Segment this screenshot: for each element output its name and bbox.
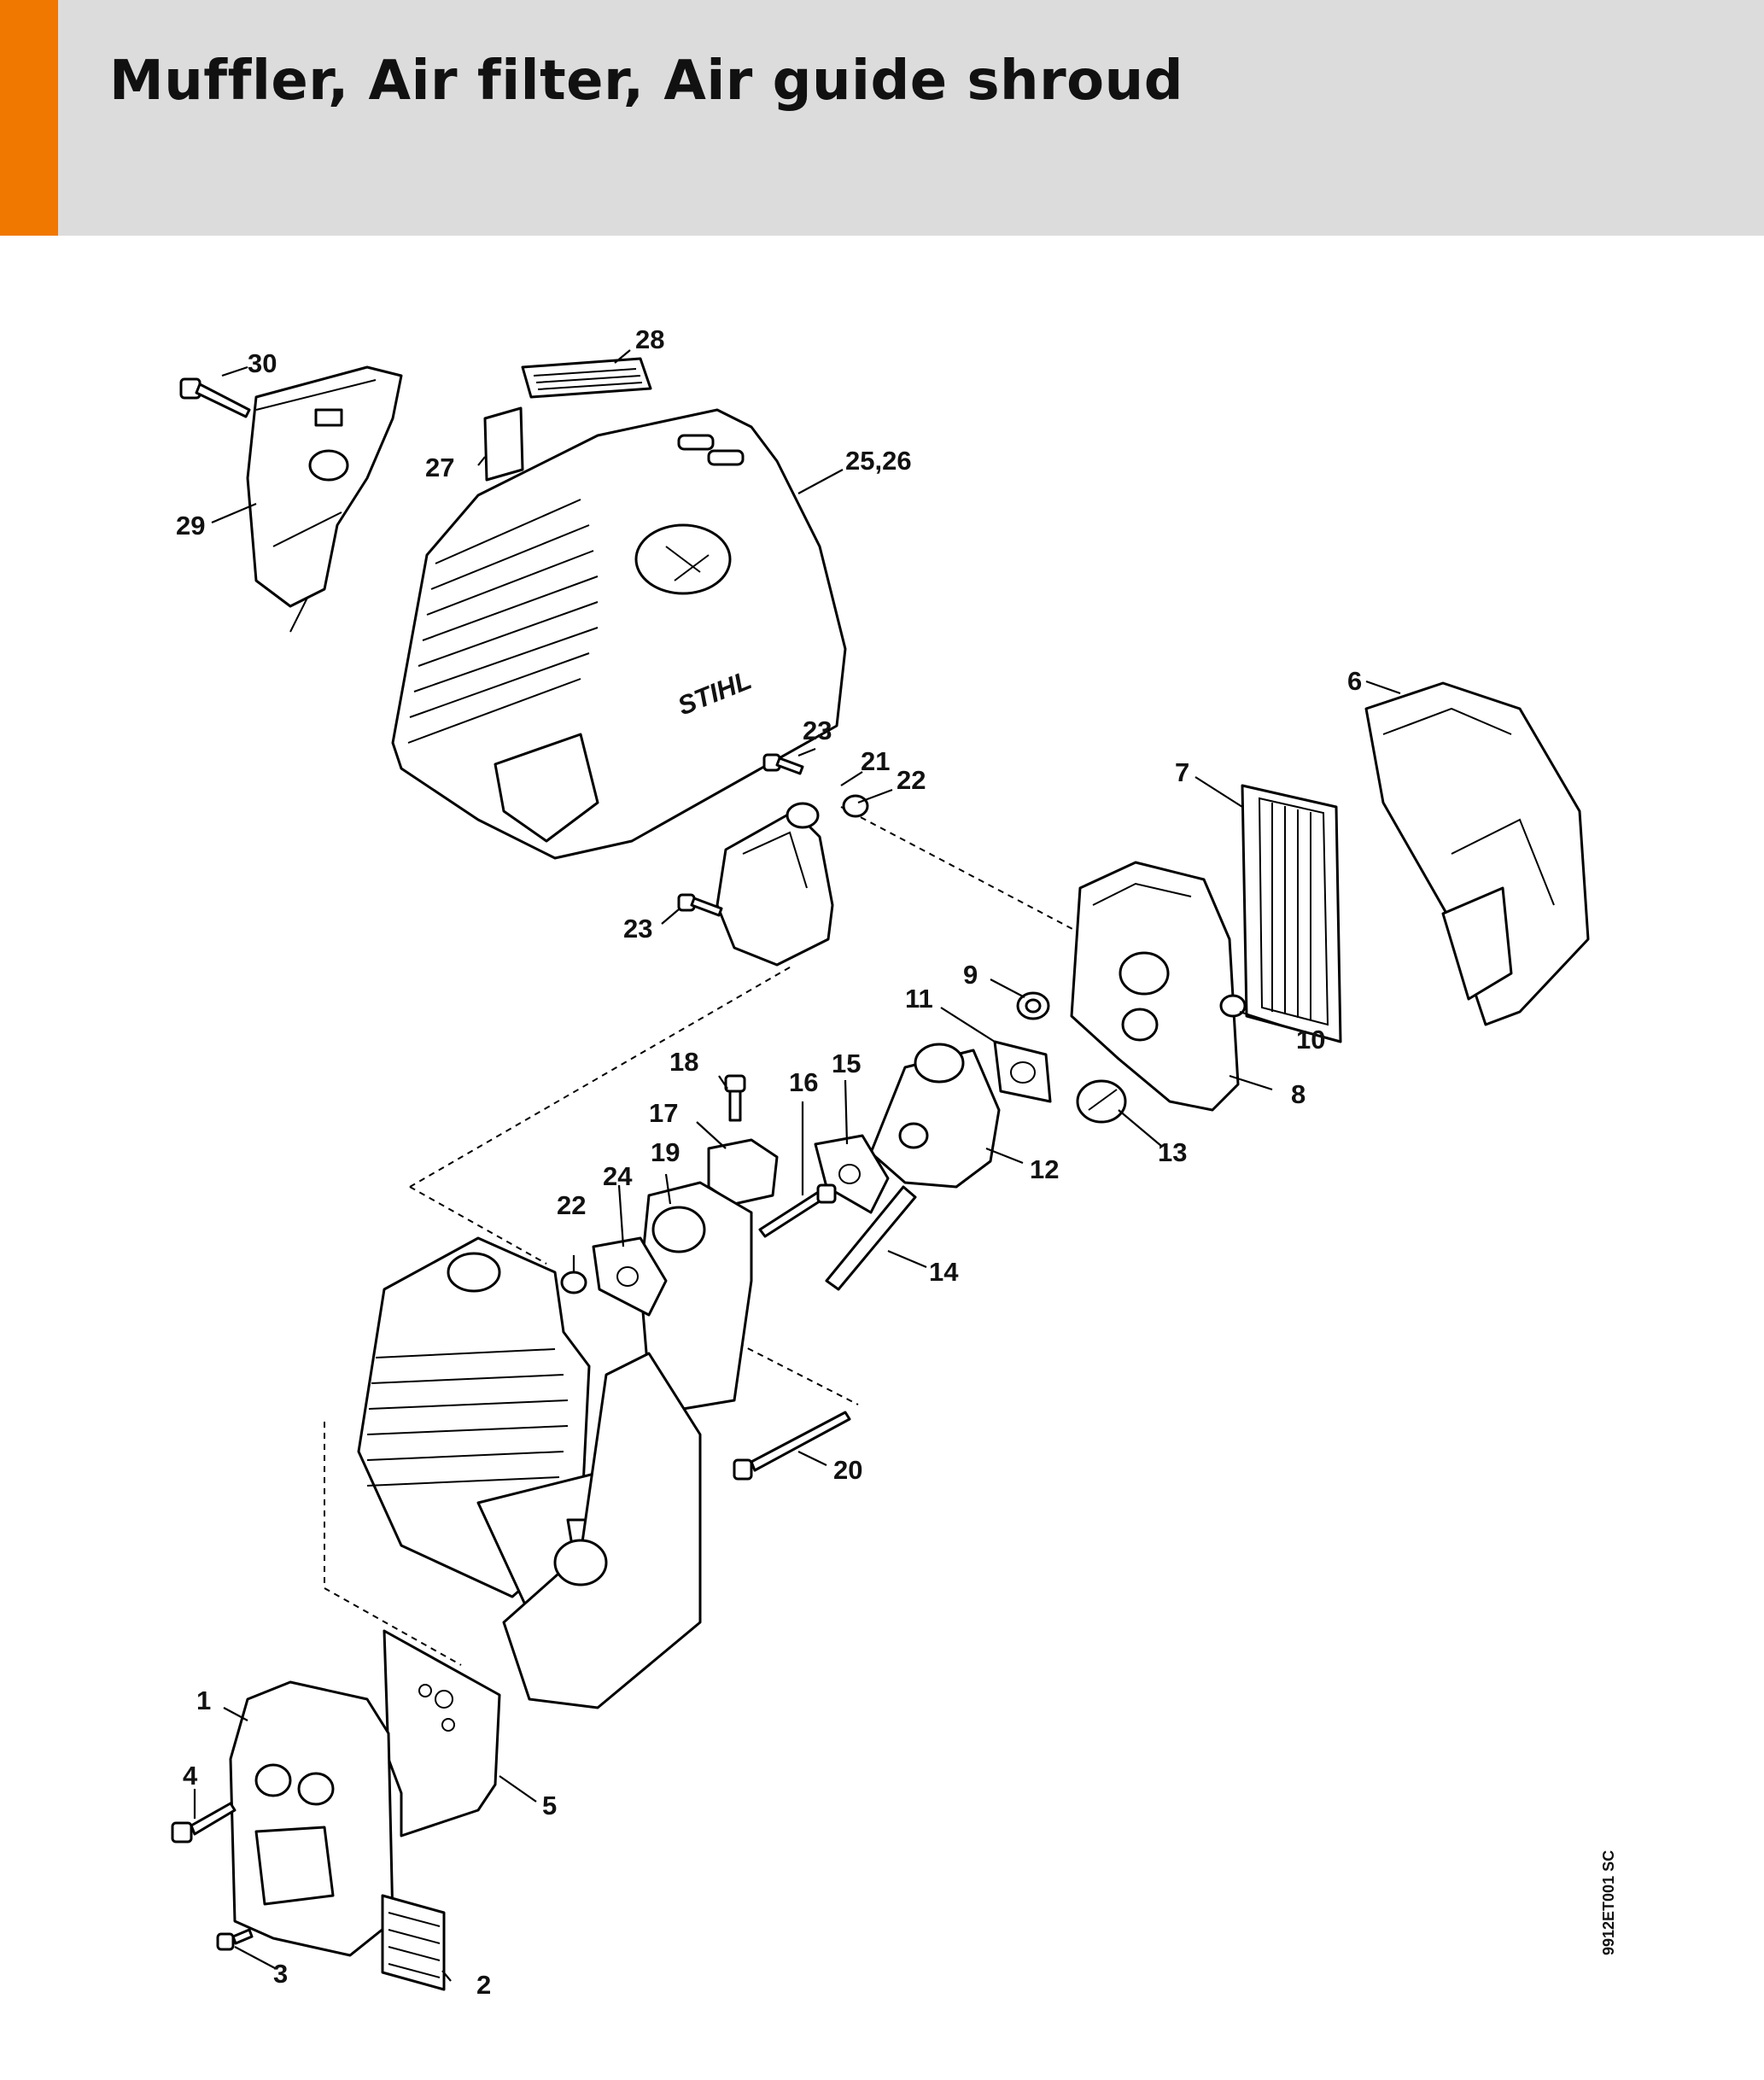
part-27-label bbox=[483, 406, 524, 482]
label-part-13: 13 bbox=[1158, 1137, 1187, 1167]
engine-cylinder-assembly bbox=[357, 1236, 702, 1709]
part-18-screw bbox=[724, 1074, 746, 1122]
label-part-17: 17 bbox=[649, 1098, 678, 1128]
part-24-gasket bbox=[592, 1236, 668, 1317]
part-28-label bbox=[521, 357, 652, 399]
part-19-manifold bbox=[639, 1181, 753, 1411]
label-part-1: 1 bbox=[196, 1686, 211, 1715]
part-25-26-shroud bbox=[391, 408, 847, 860]
part-8-carb-box bbox=[1070, 861, 1240, 1112]
part-22-lower-nut bbox=[560, 1271, 587, 1294]
part-2-screen bbox=[381, 1894, 446, 1991]
part-4-screw bbox=[171, 1802, 237, 1843]
label-part-23-lower: 23 bbox=[623, 914, 652, 944]
part-12-carburetor bbox=[869, 1043, 1001, 1189]
part-3-screw bbox=[216, 1928, 254, 1951]
part-15-gasket bbox=[814, 1134, 890, 1214]
part-29-bracket bbox=[246, 365, 403, 633]
part-30-screw bbox=[179, 377, 251, 418]
label-part-12: 12 bbox=[1030, 1154, 1059, 1184]
part-7-air-filter bbox=[1241, 784, 1342, 1043]
label-part-18: 18 bbox=[669, 1047, 698, 1077]
label-part-24: 24 bbox=[603, 1161, 633, 1191]
exploded-parts-diagram: STIHL bbox=[171, 324, 1590, 2000]
part-number-labels: 1 2 3 4 5 6 7 8 9 10 11 12 13 14 15 16 1… bbox=[176, 324, 1362, 2000]
label-part-9: 9 bbox=[963, 960, 978, 990]
callout-leader-lines bbox=[193, 349, 1401, 1982]
label-part-8: 8 bbox=[1291, 1079, 1305, 1109]
part-16-screw bbox=[758, 1183, 837, 1238]
part-23-lower-screw bbox=[677, 893, 723, 917]
part-10-nut bbox=[1219, 994, 1247, 1018]
label-part-4: 4 bbox=[183, 1761, 198, 1791]
part-13-knob bbox=[1076, 1079, 1127, 1124]
label-part-5: 5 bbox=[542, 1791, 557, 1820]
label-part-23-upper: 23 bbox=[803, 716, 832, 745]
header-bar bbox=[0, 0, 1764, 236]
label-part-3: 3 bbox=[273, 1959, 288, 1989]
label-part-20: 20 bbox=[833, 1455, 862, 1485]
part-22-upper-nut bbox=[842, 794, 869, 818]
label-part-29: 29 bbox=[176, 511, 205, 540]
label-part-21: 21 bbox=[861, 746, 890, 776]
label-part-2: 2 bbox=[476, 1970, 491, 2000]
part-11-gasket bbox=[993, 1040, 1052, 1103]
part-9-grommet bbox=[1016, 991, 1050, 1020]
part-21-intake-housing bbox=[716, 802, 834, 967]
label-part-28: 28 bbox=[635, 324, 664, 354]
label-part-10: 10 bbox=[1296, 1025, 1325, 1055]
label-part-6: 6 bbox=[1347, 666, 1362, 696]
label-part-15: 15 bbox=[832, 1049, 861, 1078]
label-part-27: 27 bbox=[425, 453, 454, 482]
label-part-11: 11 bbox=[905, 984, 933, 1014]
label-part-16: 16 bbox=[789, 1067, 818, 1097]
page-title: Muffler, Air filter, Air guide shroud bbox=[109, 50, 1183, 113]
label-part-30: 30 bbox=[248, 348, 277, 378]
label-part-25-26: 25,26 bbox=[845, 446, 912, 476]
orange-accent-bar bbox=[0, 0, 58, 236]
part-1-muffler bbox=[229, 1680, 394, 1957]
label-part-22-lower: 22 bbox=[557, 1190, 586, 1220]
part-20-bolt bbox=[733, 1411, 851, 1481]
label-part-19: 19 bbox=[651, 1137, 680, 1167]
label-part-7: 7 bbox=[1175, 757, 1189, 787]
part-23-upper-screw bbox=[762, 753, 804, 775]
label-part-14: 14 bbox=[929, 1257, 959, 1287]
reference-code-text: 9912ET001 SC bbox=[1600, 1849, 1617, 1955]
part-5-plate bbox=[383, 1629, 501, 1838]
part-6-filter-cover bbox=[1364, 681, 1590, 1026]
part-14-tube bbox=[825, 1185, 917, 1291]
label-part-22-upper: 22 bbox=[897, 765, 926, 795]
